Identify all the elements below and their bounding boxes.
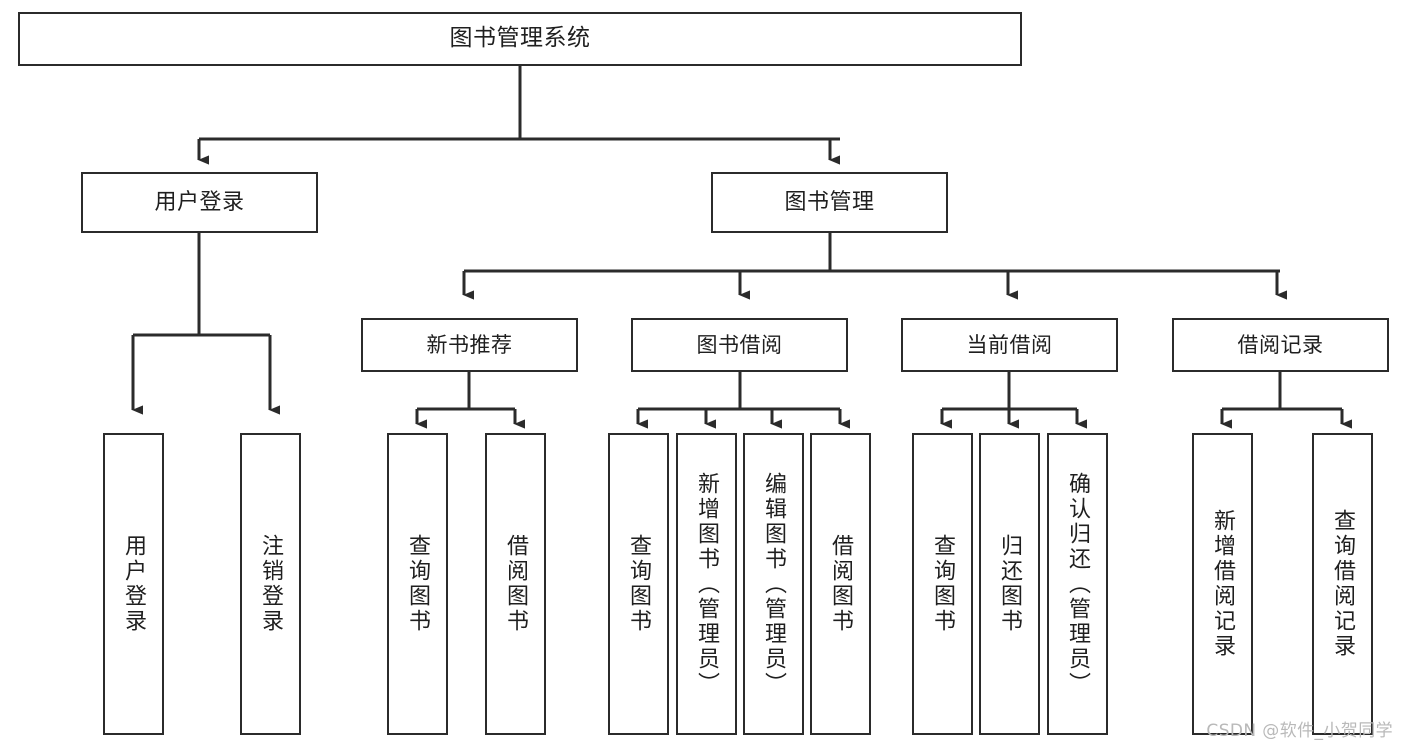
node-current-borrow[interactable]: 当前借阅 [901, 318, 1118, 372]
edges-booksmgmt-to-level2 [462, 232, 1287, 300]
leaf-query-book-current[interactable]: 查询图书 [912, 433, 973, 735]
node-borrow-record[interactable]: 借阅记录 [1172, 318, 1389, 372]
node-label: 图书管理 [784, 189, 875, 215]
node-label: 编辑图书（管理员） [761, 471, 787, 697]
node-new-book-recommend[interactable]: 新书推荐 [361, 318, 578, 372]
node-label: 注销登录 [258, 534, 284, 634]
node-label: 借阅图书 [828, 534, 854, 634]
leaf-query-borrow-record[interactable]: 查询借阅记录 [1312, 433, 1373, 735]
node-label: 借阅记录 [1237, 332, 1324, 357]
node-label: 图书管理系统 [449, 25, 591, 52]
leaf-return-book[interactable]: 归还图书 [979, 433, 1040, 735]
node-root-system[interactable]: 图书管理系统 [18, 12, 1022, 66]
node-label: 查询图书 [405, 534, 431, 634]
node-label: 新增借阅记录 [1210, 509, 1236, 659]
node-label: 确认归还（管理员） [1065, 471, 1091, 697]
leaf-confirm-return-admin[interactable]: 确认归还（管理员） [1047, 433, 1108, 735]
leaf-add-borrow-record[interactable]: 新增借阅记录 [1192, 433, 1253, 735]
node-label: 新书推荐 [426, 332, 513, 357]
node-label: 归还图书 [997, 534, 1023, 634]
edges-root-to-level1 [197, 66, 840, 165]
edges-userlogin-to-leaves [131, 233, 280, 415]
edges-borrowrecord-to-leaves [1220, 372, 1352, 429]
edges-currentborrow-to-leaves [940, 372, 1087, 429]
node-label: 用户登录 [121, 534, 147, 634]
leaf-borrow-book-recommend[interactable]: 借阅图书 [485, 433, 546, 735]
node-book-management[interactable]: 图书管理 [711, 172, 948, 233]
leaf-logout[interactable]: 注销登录 [240, 433, 301, 735]
edges-bookborrow-to-leaves [636, 372, 850, 429]
leaf-borrow-book[interactable]: 借阅图书 [810, 433, 871, 735]
node-label: 当前借阅 [966, 332, 1053, 357]
node-book-borrow[interactable]: 图书借阅 [631, 318, 848, 372]
leaf-query-book-borrow[interactable]: 查询图书 [608, 433, 669, 735]
node-label: 查询图书 [626, 534, 652, 634]
leaf-user-login[interactable]: 用户登录 [103, 433, 164, 735]
node-label: 查询图书 [930, 534, 956, 634]
node-label: 新增图书（管理员） [694, 471, 720, 697]
node-label: 查询借阅记录 [1330, 509, 1356, 659]
leaf-add-book-admin[interactable]: 新增图书（管理员） [676, 433, 737, 735]
node-label: 图书借阅 [696, 332, 783, 357]
leaf-query-book-recommend[interactable]: 查询图书 [387, 433, 448, 735]
node-label: 用户登录 [154, 189, 245, 215]
csdn-watermark: CSDN @软件_小贺同学 [1206, 721, 1393, 741]
node-label: 借阅图书 [503, 534, 529, 634]
edges-newbook-to-leaves [415, 372, 525, 429]
leaf-edit-book-admin[interactable]: 编辑图书（管理员） [743, 433, 804, 735]
node-user-login[interactable]: 用户登录 [81, 172, 318, 233]
